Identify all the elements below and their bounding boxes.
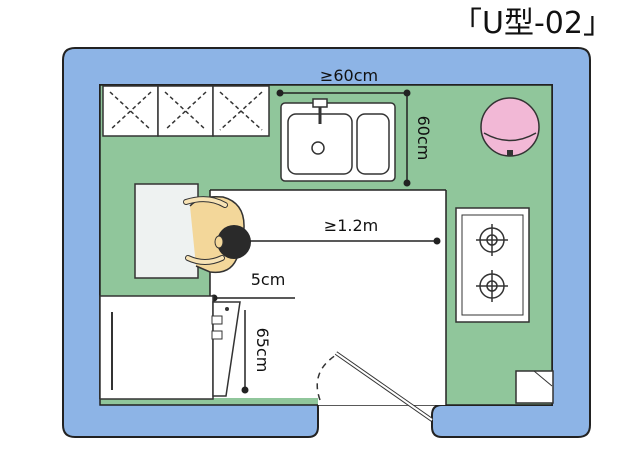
label-aisle-width: ≥1.2m — [324, 216, 378, 235]
dimension-aisle: ≥1.2m — [250, 216, 441, 245]
cabinet-icon — [102, 85, 270, 137]
stove-icon — [455, 207, 530, 323]
open-floor — [210, 190, 446, 405]
corner-box — [515, 370, 554, 404]
dimension-gap: 5cm — [210, 270, 295, 302]
label-gap: 5cm — [251, 270, 286, 289]
work-table — [134, 183, 199, 279]
dimension-sink-depth: 60cm — [403, 93, 433, 187]
diagram-title: 「U型-02」 — [452, 6, 613, 41]
label-sink-clearance: ≥60cm — [320, 66, 378, 85]
dimension-sink-width: ≥60cm — [276, 66, 411, 97]
sink-icon — [280, 98, 396, 182]
dishwasher-icon — [99, 295, 241, 400]
label-dishwasher-door: 65cm — [253, 328, 272, 373]
door-icon — [316, 351, 434, 422]
label-sink-depth: 60cm — [414, 116, 433, 161]
dimension-dishwasher-door: 65cm — [241, 310, 272, 394]
trash-bin-icon — [480, 97, 540, 157]
person-icon — [183, 195, 251, 274]
